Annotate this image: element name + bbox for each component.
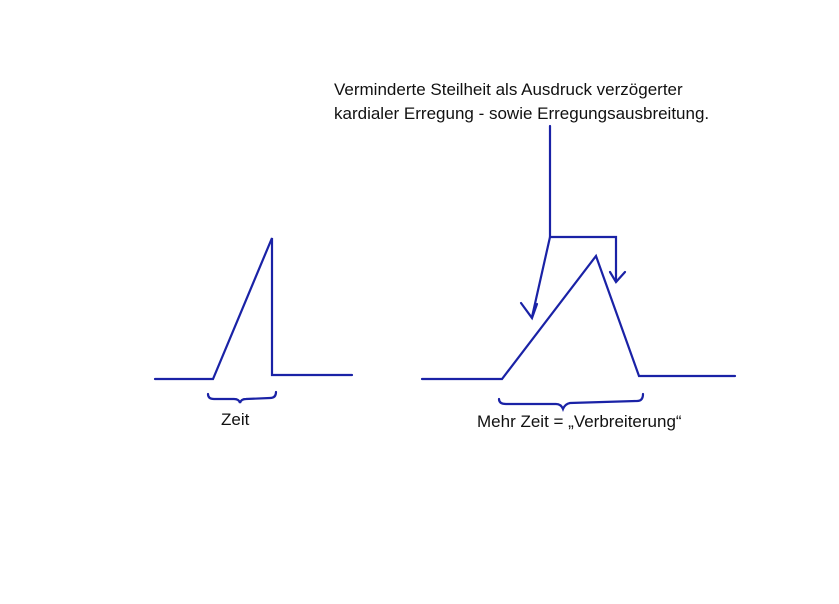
wide-wave-label: Mehr Zeit = „Verbreiterung“	[477, 412, 682, 431]
pointer-right-branch	[548, 235, 618, 283]
narrow-wave	[153, 237, 354, 381]
pointer-left-branch	[530, 235, 552, 319]
narrow-wave-label: Zeit	[221, 410, 250, 429]
annotation-line-2: kardialer Erregung - sowie Erregungsausb…	[334, 104, 710, 123]
arrowhead-left-icon	[519, 301, 539, 321]
annotation-line-1: Verminderte Steilheit als Ausdruck verzö…	[334, 80, 683, 99]
wide-wave	[420, 253, 737, 381]
wide-time-brace	[497, 392, 645, 412]
arrowhead-right-icon	[608, 270, 627, 284]
narrow-time-brace	[206, 390, 278, 404]
